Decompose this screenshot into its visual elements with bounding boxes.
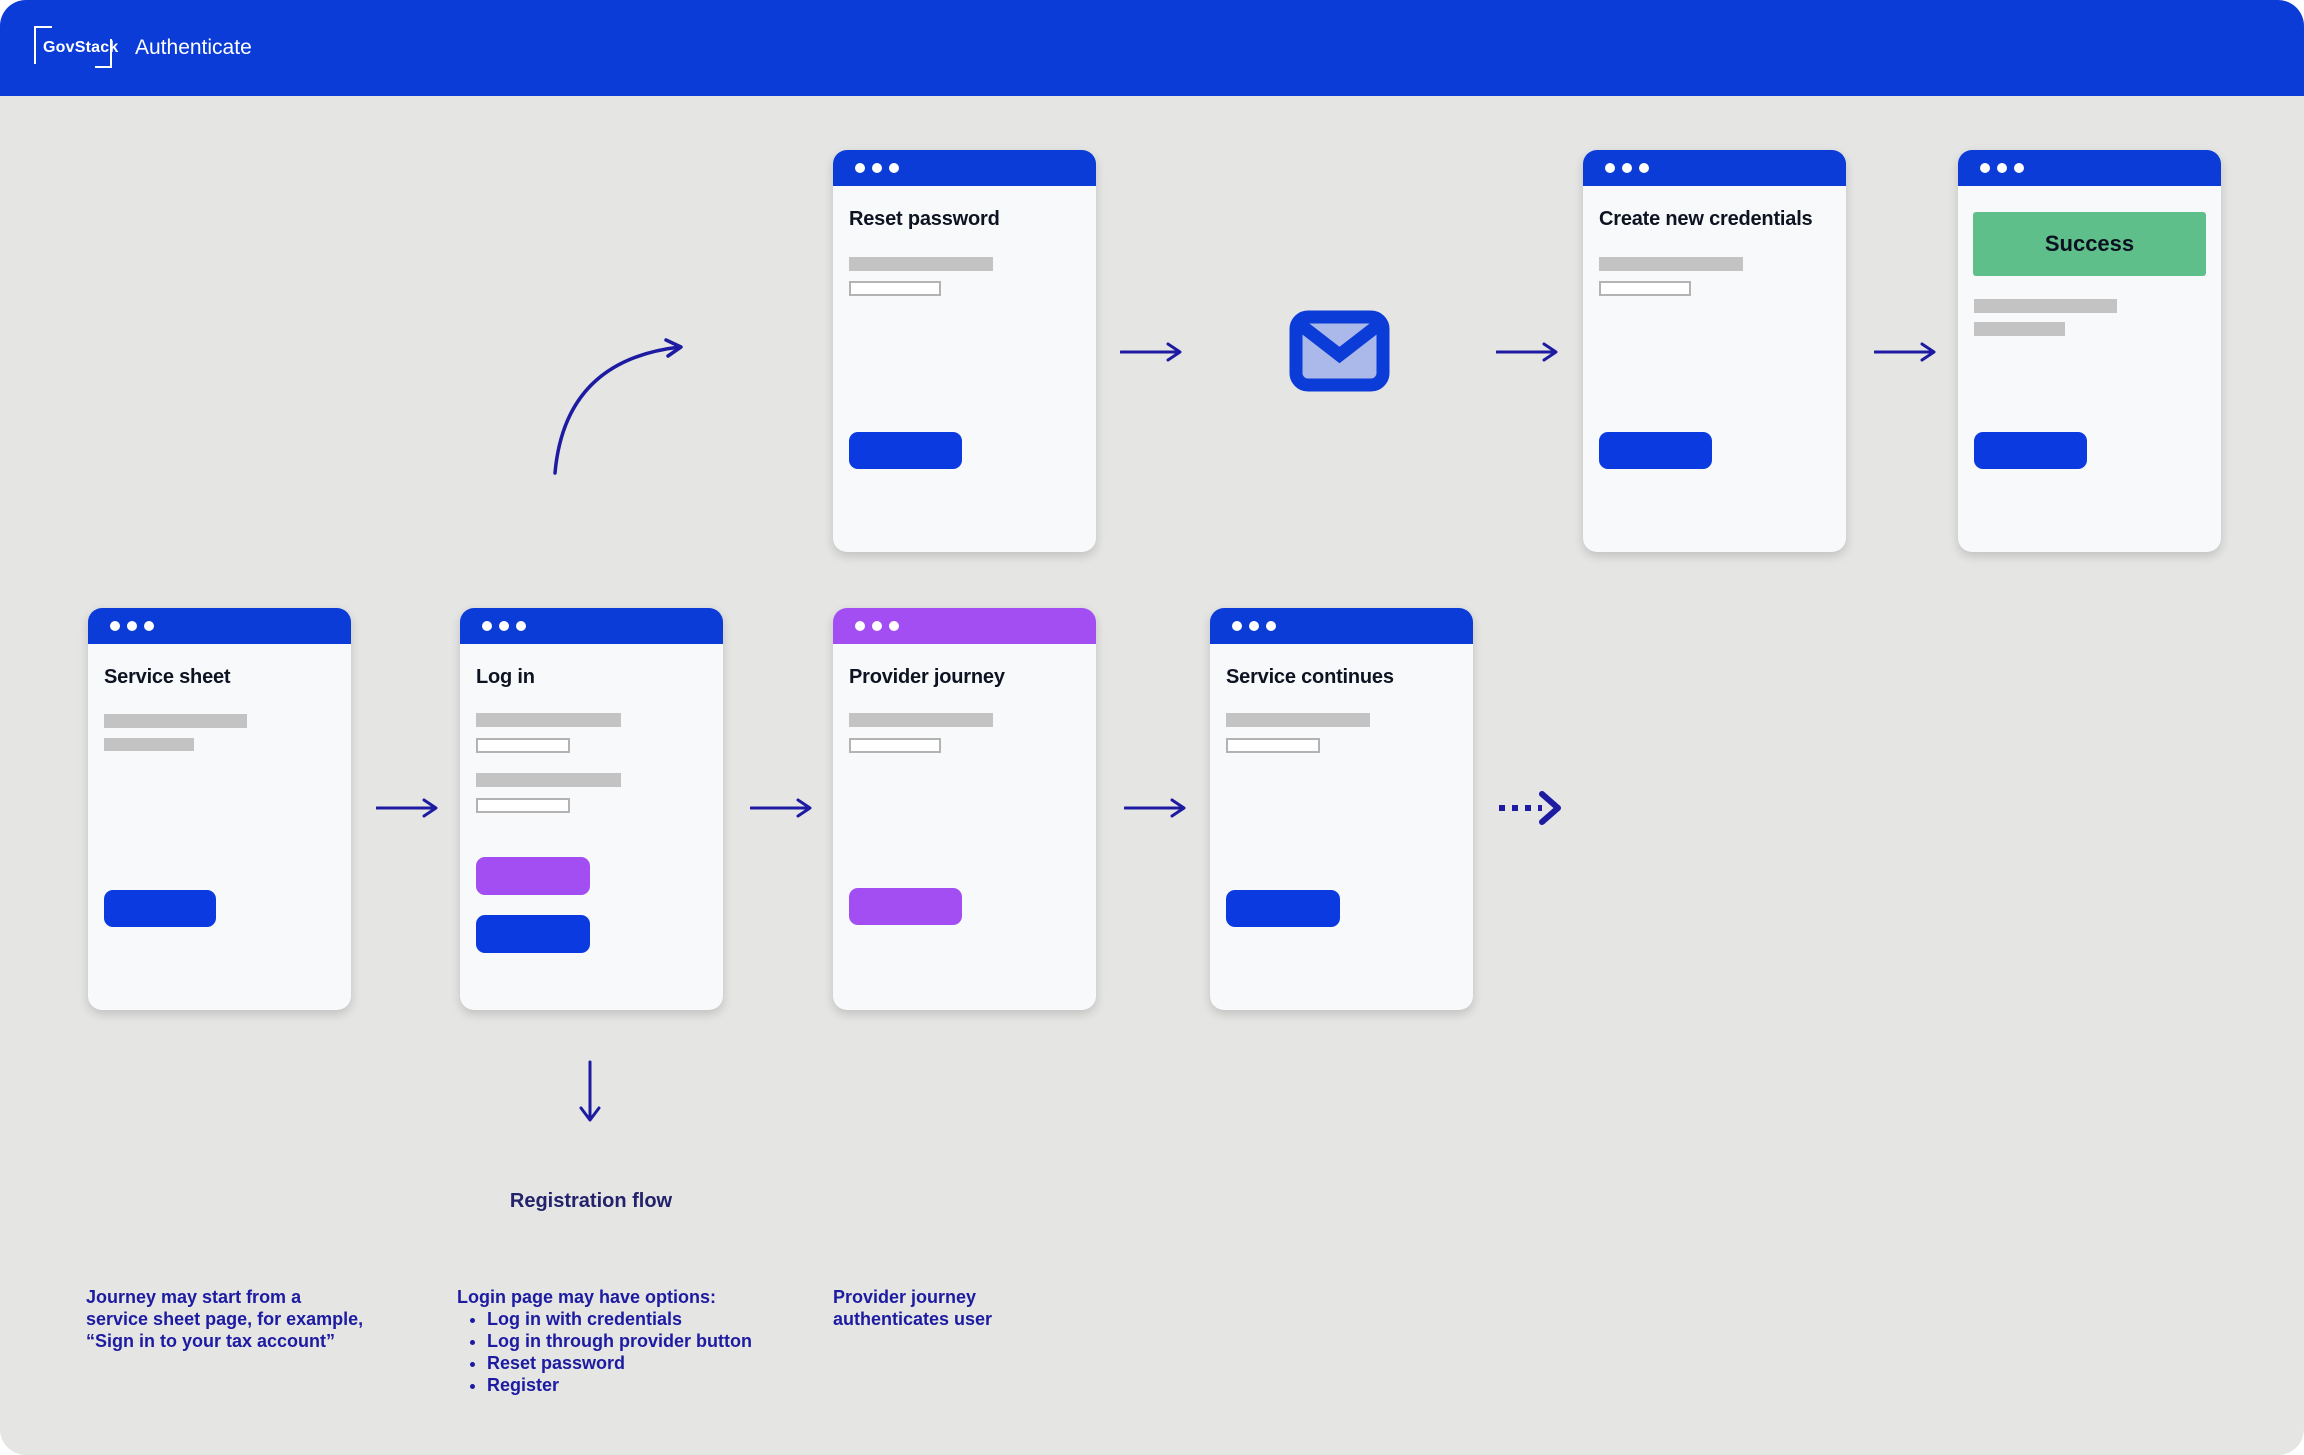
window-dot-icon — [127, 621, 137, 631]
arrow-right-icon — [1124, 798, 1186, 818]
list-item: Reset password — [487, 1352, 752, 1374]
window-dot-icon — [482, 621, 492, 631]
window-titlebar — [833, 608, 1096, 644]
logo-text: GovStack — [43, 39, 119, 56]
placeholder-label-bar — [1226, 713, 1370, 727]
input-field[interactable] — [849, 738, 941, 753]
arrow-right-icon — [750, 798, 812, 818]
window-dot-icon — [499, 621, 509, 631]
window-dot-icon — [855, 163, 865, 173]
registration-flow-label: Registration flow — [509, 1190, 673, 1212]
window-reset-password: Reset password — [833, 150, 1096, 552]
primary-button[interactable] — [1974, 432, 2087, 469]
window-title: Provider journey — [849, 666, 1005, 688]
arrow-right-icon — [1120, 342, 1182, 362]
window-service-continues: Service continues — [1210, 608, 1473, 1010]
username-input-field[interactable] — [476, 738, 570, 753]
window-titlebar — [833, 150, 1096, 186]
window-dot-icon — [1980, 163, 1990, 173]
provider-button[interactable] — [849, 888, 962, 925]
placeholder-text-bar — [1974, 299, 2117, 313]
input-field[interactable] — [849, 281, 941, 296]
list-item: Register — [487, 1374, 752, 1396]
placeholder-label-bar — [476, 713, 621, 727]
primary-button[interactable] — [1226, 890, 1340, 927]
email-envelope-icon — [1289, 310, 1390, 392]
window-title: Service continues — [1226, 666, 1394, 688]
window-dot-icon — [855, 621, 865, 631]
window-dot-icon — [144, 621, 154, 631]
window-log-in: Log in — [460, 608, 723, 1010]
placeholder-label-bar — [849, 713, 993, 727]
window-dot-icon — [1997, 163, 2007, 173]
list-item: Log in through provider button — [487, 1330, 752, 1352]
provider-login-button[interactable] — [476, 857, 590, 895]
window-dot-icon — [1605, 163, 1615, 173]
placeholder-text-bar — [1974, 322, 2065, 336]
window-dot-icon — [1232, 621, 1242, 631]
annotation-journey-start: Journey may start from a service sheet p… — [86, 1286, 363, 1352]
window-dot-icon — [2014, 163, 2024, 173]
window-dot-icon — [889, 163, 899, 173]
placeholder-label-bar — [1599, 257, 1743, 271]
arrow-right-icon — [1496, 342, 1558, 362]
annotation-login-options: Login page may have options: Log in with… — [457, 1286, 752, 1396]
window-dot-icon — [1622, 163, 1632, 173]
window-dot-icon — [872, 163, 882, 173]
arrow-right-icon — [1874, 342, 1936, 362]
placeholder-label-bar — [476, 773, 621, 787]
window-dot-icon — [889, 621, 899, 631]
window-dot-icon — [1639, 163, 1649, 173]
window-dot-icon — [872, 621, 882, 631]
arrow-down-icon — [579, 1060, 601, 1122]
window-dot-icon — [110, 621, 120, 631]
login-options-list: Log in with credentials Log in through p… — [457, 1308, 752, 1396]
govstack-logo: GovStack — [34, 26, 118, 68]
window-success: Success — [1958, 150, 2221, 552]
list-item: Log in with credentials — [487, 1308, 752, 1330]
annotation-line: authenticates user — [833, 1309, 993, 1329]
window-title: Reset password — [849, 208, 1000, 230]
primary-button[interactable] — [104, 890, 216, 927]
input-field[interactable] — [1599, 281, 1691, 296]
login-button[interactable] — [476, 915, 590, 953]
password-input-field[interactable] — [476, 798, 570, 813]
annotation-provider-auth: Provider journey authenticates user — [833, 1286, 992, 1330]
window-dot-icon — [516, 621, 526, 631]
window-titlebar — [1958, 150, 2221, 186]
logo-bracket-bottom-right — [95, 39, 112, 68]
annotation-line: Journey may start from a — [86, 1287, 302, 1307]
window-title: Create new credentials — [1599, 208, 1813, 230]
window-provider-journey: Provider journey — [833, 608, 1096, 1010]
window-service-sheet: Service sheet — [88, 608, 351, 1010]
placeholder-label-bar — [849, 257, 993, 271]
annotation-heading: Login page may have options: — [457, 1287, 717, 1307]
page-title: Authenticate — [135, 36, 252, 59]
window-titlebar — [1583, 150, 1846, 186]
input-field[interactable] — [1226, 738, 1320, 753]
window-titlebar — [88, 608, 351, 644]
annotation-line: service sheet page, for example, — [86, 1309, 364, 1329]
window-create-new-credentials: Create new credentials — [1583, 150, 1846, 552]
window-dot-icon — [1266, 621, 1276, 631]
placeholder-text-bar — [104, 714, 247, 728]
primary-button[interactable] — [1599, 432, 1712, 469]
arrow-curved-icon — [553, 338, 683, 475]
window-titlebar — [1210, 608, 1473, 644]
annotation-line: Provider journey — [833, 1287, 977, 1307]
annotation-line: “Sign in to your tax account” — [86, 1331, 336, 1351]
window-titlebar — [460, 608, 723, 644]
top-bar: GovStack Authenticate — [0, 0, 2304, 96]
primary-button[interactable] — [849, 432, 962, 469]
window-title: Log in — [476, 666, 535, 688]
arrow-right-icon — [376, 798, 438, 818]
window-dot-icon — [1249, 621, 1259, 631]
success-banner: Success — [1973, 212, 2206, 276]
logo-bracket-top-left — [34, 26, 52, 64]
window-title: Service sheet — [104, 666, 231, 688]
placeholder-text-bar — [104, 738, 194, 751]
arrow-dashed-right-icon — [1499, 791, 1561, 825]
